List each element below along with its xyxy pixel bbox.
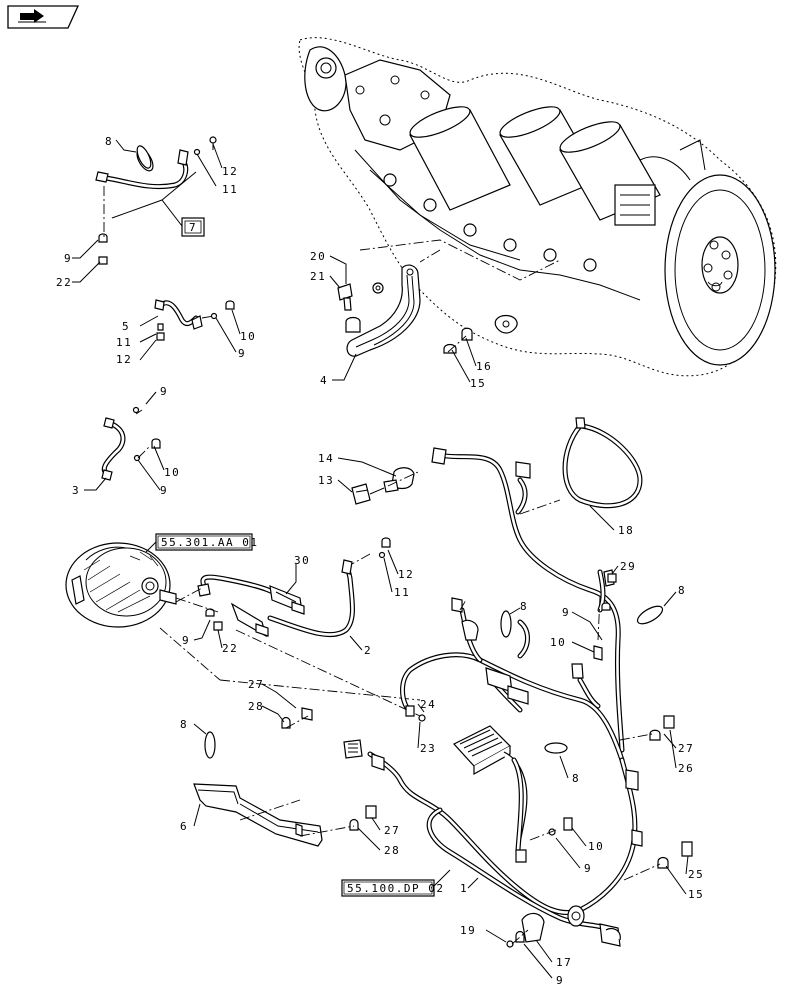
callout-27: 27 [384,824,400,837]
ground-strap-4 [337,249,473,357]
callout-28: 28 [384,844,400,857]
callout-numbers: 8 12 11 9 22 5 11 12 10 9 20 21 4 16 15 … [56,135,704,987]
loop-cable-18 [562,417,643,509]
callout-12: 12 [116,353,132,366]
callout-9: 9 [160,484,168,497]
callout-16: 16 [476,360,492,373]
callout-22: 22 [222,642,238,655]
callout-15: 15 [688,888,704,901]
callout-5: 5 [122,320,130,333]
callout-leaders [72,139,689,979]
callout-6: 6 [180,820,188,833]
callout-17: 17 [556,956,572,969]
sensor-13-14 [351,467,415,505]
callout-15: 15 [470,377,486,390]
engine-assembly-illustration [298,37,777,377]
cable-ties [136,145,664,759]
main-wiring-harness-1 [343,447,643,947]
box-7-label: 7 [189,221,197,234]
callout-28: 28 [248,700,264,713]
callout-11: 11 [116,336,132,349]
callout-11: 11 [222,183,238,196]
callout-22: 22 [56,276,72,289]
callout-3: 3 [72,484,80,497]
ground-strap-cable-5 [154,299,235,341]
callout-13: 13 [318,474,334,487]
callout-30: 30 [294,554,310,567]
callout-10: 10 [588,840,604,853]
callout-10: 10 [240,330,256,343]
callout-4: 4 [320,374,328,387]
callout-25: 25 [688,868,704,881]
callout-27: 27 [678,742,694,755]
callout-9: 9 [64,252,72,265]
callout-9: 9 [562,606,570,619]
callout-20: 20 [310,250,326,263]
callout-8: 8 [520,600,528,613]
callout-1: 1 [460,882,468,895]
assembly-dash-lines [135,239,661,945]
callout-9: 9 [182,634,190,647]
callout-26: 26 [678,762,694,775]
callout-8: 8 [105,135,113,148]
cable-assembly-2 [197,537,391,638]
callout-9: 9 [556,974,564,987]
callout-12: 12 [222,165,238,178]
callout-9: 9 [238,347,246,360]
callout-19: 19 [460,924,476,937]
harness-reference[interactable]: 55.100.DP 02 [341,869,451,897]
callout-8: 8 [180,718,188,731]
callout-11: 11 [394,586,410,599]
callout-8: 8 [572,772,580,785]
callout-23: 23 [420,742,436,755]
callout-27: 27 [248,678,264,691]
callout-14: 14 [318,452,334,465]
alternator-ref-label: 55.301.AA 01 [161,536,258,549]
callout-9: 9 [160,385,168,398]
callout-29: 29 [620,560,636,573]
bracket-6 [193,783,323,847]
callout-18: 18 [618,524,634,537]
harness-ref-label: 55.100.DP 02 [347,882,444,895]
reference-box-7: 7 [111,171,205,237]
callout-9: 9 [584,862,592,875]
forward-arrow-icon[interactable] [7,5,80,29]
callout-21: 21 [310,270,326,283]
callout-10: 10 [550,636,566,649]
cable-assembly-3 [101,406,161,481]
callout-10: 10 [164,466,180,479]
callout-24: 24 [420,698,436,711]
alternator-reference[interactable]: 55.301.AA 01 [145,533,258,553]
callout-12: 12 [398,568,414,581]
fasteners [281,573,693,948]
callout-8: 8 [678,584,686,597]
callout-2: 2 [364,644,372,657]
alternator-illustration [65,542,177,628]
